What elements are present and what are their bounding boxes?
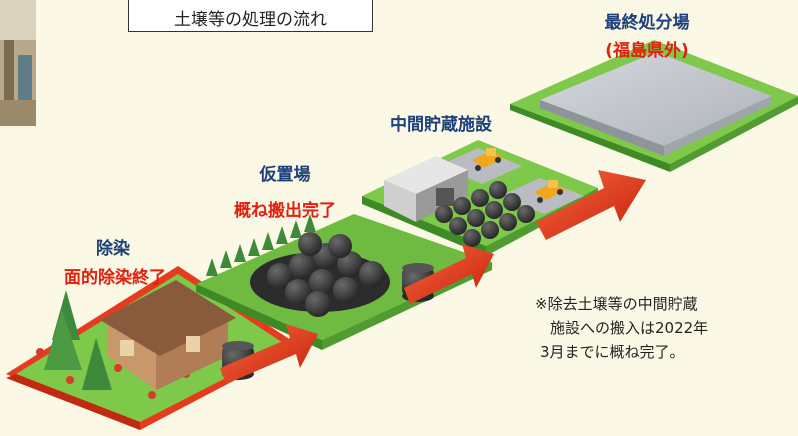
storage-building-icon [384, 156, 468, 222]
footnote: ※除去土壌等の中間貯蔵 施設への搬入は2022年 3月までに概ね完了。 [535, 292, 785, 364]
stage-label-interim-storage: 中間貯蔵施設 [390, 115, 492, 135]
stage-label-final-disposal: 最終処分場 [604, 13, 690, 33]
arrow-stage3-to-stage4 [536, 170, 646, 240]
page-title: 土壌等の処理の流れ [174, 10, 327, 30]
stage-label-temporary-storage: 仮置場 [259, 165, 311, 185]
stage-status-final-disposal: (福島県外) [605, 41, 689, 61]
stage-status-decontamination: 面的除染終了 [64, 268, 166, 288]
disposal-site-icon [540, 52, 772, 156]
tile-final-disposal [510, 40, 798, 172]
tree-row [206, 214, 316, 276]
stage-label-decontamination: 除染 [96, 239, 130, 259]
house-icon [100, 280, 236, 390]
footnote-line: ※除去土壌等の中間貯蔵 [535, 295, 698, 313]
tree [82, 338, 112, 390]
footnote-line: 施設への搬入は2022年 [550, 319, 709, 337]
photo-thumbnail [0, 0, 36, 126]
truck-icon [472, 148, 504, 171]
soil-bag-grid [435, 181, 535, 247]
footnote-line: 3月までに概ね完了。 [540, 343, 685, 361]
arrow-stage2-to-stage3 [404, 244, 494, 304]
title-box: 土壌等の処理の流れ [128, 0, 373, 32]
tile-decontamination [6, 266, 300, 430]
stage-status-temporary-storage: 概ね搬出完了 [234, 201, 336, 221]
soil-bag-pile [250, 232, 390, 317]
arrow-stage1-to-stage2 [220, 324, 318, 384]
tree [44, 310, 82, 370]
truck-icon [534, 180, 566, 203]
